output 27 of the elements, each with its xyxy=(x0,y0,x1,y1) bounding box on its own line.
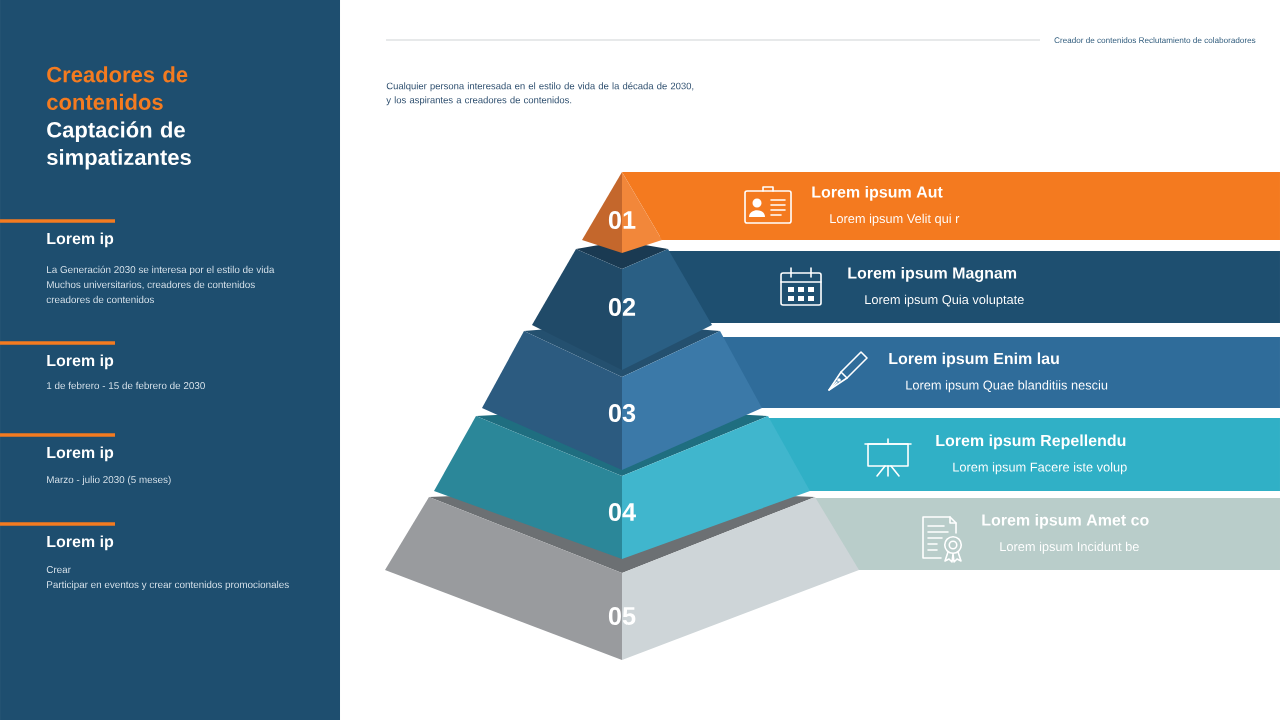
body-text: 1 de febrero - 15 de febrero de 2030 xyxy=(47,381,205,390)
section-heading: Lorem ip xyxy=(47,446,114,462)
banner-title: Lorem ipsum Amet co xyxy=(982,513,1149,529)
banner-title: Lorem ipsum Enim lau xyxy=(889,352,1059,368)
banner-title: Lorem ipsum Magnam xyxy=(848,266,1017,282)
sidebar-title: Captación de simpatizantes xyxy=(47,121,191,170)
banner-text: Lorem ipsum Quae blanditiis nesciu xyxy=(906,380,1108,393)
banner-text: Lorem ipsum Incidunt be xyxy=(1000,541,1139,554)
sidebar-title: Creadores de contenidos xyxy=(47,66,188,110)
description-text: Cualquier persona interesada en el estilo de vida de la década de 2030, y los aspirantes a creadores de contenidos. xyxy=(386,82,694,106)
header-text: Creador de contenidos Reclutamiento de colaboradores xyxy=(1054,37,1256,44)
body-text: Marzo - julio 2030 (5 meses) xyxy=(47,475,171,486)
section-heading: Lorem ip xyxy=(47,354,114,370)
pyramid-layer: 02 xyxy=(532,241,712,370)
body-text: Participar en eventos y crear contenidos promocionales xyxy=(47,580,289,591)
section-heading: Lorem ip xyxy=(47,232,114,248)
body-text: Crear xyxy=(46,566,71,574)
banner-title: Lorem ipsum Aut xyxy=(812,185,943,201)
banner-text: Lorem ipsum Quia voluptate xyxy=(865,294,1024,307)
section-heading: Lorem ip xyxy=(47,535,114,551)
body-text: Muchos universitarios, creadores de contenidos xyxy=(47,280,255,290)
banner-text: Lorem ipsum Facere iste volup xyxy=(953,462,1127,475)
banner-text: Lorem ipsum Velit qui r xyxy=(830,213,960,226)
banner-title: Lorem ipsum Repellendu xyxy=(936,434,1126,450)
pyramid-layer: 01 xyxy=(582,172,662,253)
body-text: La Generación 2030 se interesa por el estilo de vida xyxy=(47,265,275,276)
body-text: creadores de contenidos xyxy=(46,295,154,304)
